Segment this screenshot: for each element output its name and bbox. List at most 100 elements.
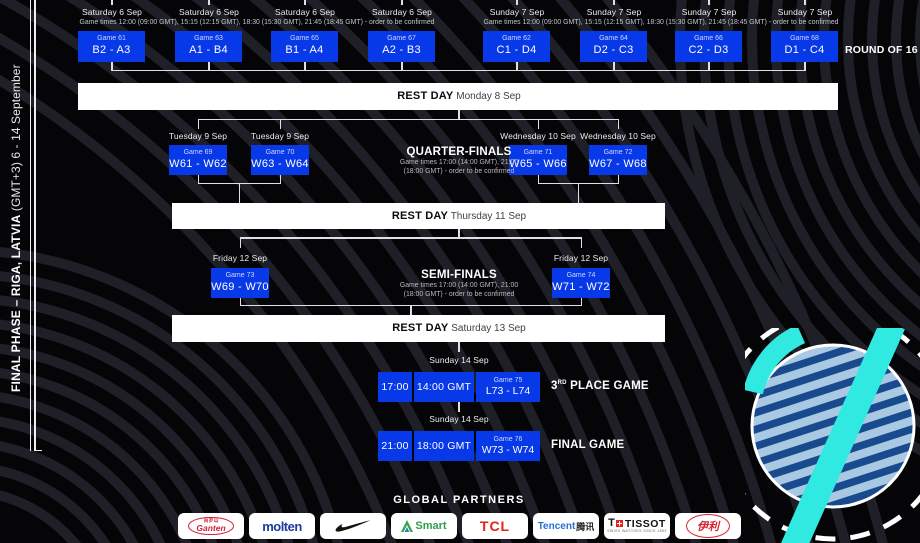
yili-logo-icon: 伊利 (686, 514, 730, 538)
bracket-line-outer (29, 0, 31, 451)
connector (197, 118, 619, 120)
game-teams: C1 - D4 (496, 44, 537, 56)
tissot-logo: T TISSOT SWISS WATCHES SINCE 1853 (607, 518, 666, 534)
top-tick (708, 0, 710, 5)
connector (537, 175, 539, 184)
tissot-logo-row: T TISSOT (607, 518, 666, 529)
connector (516, 62, 518, 71)
game-number: Game 62 (502, 35, 531, 42)
game-box-68: Game 68 D1 - C4 (771, 31, 838, 62)
game-number: Game 67 (387, 35, 416, 42)
game-teams: W69 - W70 (211, 281, 269, 293)
game-teams: W71 - W72 (552, 281, 610, 293)
game-teams: C2 - D3 (688, 44, 729, 56)
connector (208, 62, 210, 71)
game-teams: W73 - W74 (481, 444, 535, 456)
times-note-saturday: Game times 12:00 (09:00 GMT), 15:15 (12:… (79, 19, 435, 26)
top-tick (401, 0, 403, 5)
connector (238, 182, 240, 203)
game-number: Game 74 (566, 272, 596, 279)
game-teams: W65 - W66 (509, 158, 567, 170)
gmt-time: 18:00 GMT (416, 440, 472, 452)
striped-ball-emblem-graphic (745, 328, 920, 543)
rest-day-text: REST DAY Thursday 11 Sep (392, 203, 526, 230)
date-label: Sunday 14 Sep (429, 414, 489, 424)
gmt-time: 14:00 GMT (416, 381, 472, 393)
local-time: 17:00 (381, 381, 409, 393)
stage-note: Game times 17:00 (14:00 GMT), 21:00 (399, 282, 519, 289)
game-number: Game 70 (265, 149, 295, 156)
stage-title-quarter-finals: QUARTER-FINALS (406, 146, 512, 158)
label-sup: RD (557, 380, 567, 387)
rest-day-date: Thursday 11 Sep (450, 211, 527, 222)
ganten-logo-icon: 百岁山 Ganten (188, 516, 234, 536)
game-teams: B1 - A4 (285, 44, 324, 56)
connector (577, 182, 579, 203)
stage-note: Game times 17:00 (14:00 GMT), 21:00 (399, 159, 519, 166)
date-label: Saturday 6 Sep (179, 7, 239, 17)
tissot-name-text: TISSOT (624, 517, 666, 530)
tencent-cn-text: 腾讯 (576, 521, 595, 532)
tissot-tagline: SWISS WATCHES SINCE 1853 (607, 529, 667, 534)
tcl-logo-text: TCL (479, 518, 511, 534)
date-label: Sunday 7 Sep (586, 7, 642, 17)
game-number: Game 61 (97, 35, 126, 42)
rest-day-label: REST DAY (392, 322, 449, 334)
phase-subtitle: (GMT+3) 6 - 14 September (9, 64, 23, 212)
stage-note: (18:00 GMT) - order to be confirmed (403, 291, 515, 298)
rest-day-date: Saturday 13 Sep (451, 323, 526, 334)
game-number: Game 76 (493, 436, 523, 443)
connector (111, 62, 113, 71)
game-number: Game 75 (493, 377, 523, 384)
rest-day-text: REST DAY Saturday 13 Sep (392, 315, 526, 342)
connector (239, 237, 241, 248)
time-box-local-final: 21:00 (378, 431, 412, 461)
game-number: Game 68 (790, 35, 819, 42)
game-box-72: Game 72 W67 - W68 (589, 145, 647, 175)
partner-logo-yili: 伊利 (675, 513, 741, 539)
bracket-line-inner (34, 0, 36, 451)
connector (111, 69, 805, 71)
cyan-bar-icon (781, 328, 905, 543)
game-teams: B2 - A3 (92, 44, 131, 56)
connector (197, 175, 199, 184)
time-box-local-3rd: 17:00 (378, 372, 412, 402)
partner-logo-ganten: 百岁山 Ganten (178, 513, 244, 539)
connector (279, 118, 281, 129)
game-box-66: Game 66 C2 - D3 (675, 31, 742, 62)
time-box-gmt-final: 18:00 GMT (414, 431, 474, 461)
top-tick (804, 0, 806, 5)
connector (410, 304, 412, 316)
game-teams: D2 - C3 (593, 44, 634, 56)
game-number: Game 72 (603, 149, 633, 156)
time-box-gmt-3rd: 14:00 GMT (414, 372, 474, 402)
date-label: Tuesday 9 Sep (168, 131, 228, 141)
tissot-t-text: T (608, 517, 615, 530)
top-tick (516, 0, 518, 5)
partner-logo-nike (320, 513, 386, 539)
connector (617, 118, 619, 129)
rest-day-bar-1: REST DAY Monday 8 Sep (78, 83, 838, 110)
top-tick (304, 0, 306, 5)
date-label: Tuesday 9 Sep (250, 131, 310, 141)
game-box-76: Game 76 W73 - W74 (476, 431, 540, 461)
page-title-vertical: FINAL PHASE – RIGA, LATVIA (GMT+3) 6 - 1… (9, 47, 23, 392)
game-box-64: Game 64 D2 - C3 (580, 31, 647, 62)
connector (239, 237, 582, 239)
ganten-en-text: Ganten (196, 522, 226, 533)
label-rest: PLACE GAME (566, 380, 649, 392)
connector (458, 229, 460, 238)
game-number: Game 69 (183, 149, 213, 156)
connector (239, 298, 241, 306)
rest-day-label: REST DAY (391, 210, 449, 222)
game-number: Game 66 (694, 35, 723, 42)
date-label: Saturday 6 Sep (275, 7, 335, 17)
tissot-plus-icon (615, 520, 623, 528)
yili-logo-text: 伊利 (697, 521, 719, 533)
top-tick (111, 0, 113, 5)
game-teams: W61 - W62 (169, 158, 227, 170)
date-label: Sunday 7 Sep (681, 7, 737, 17)
connector (401, 62, 403, 71)
date-label: Wednesday 10 Sep (500, 131, 576, 141)
connector (617, 175, 619, 184)
